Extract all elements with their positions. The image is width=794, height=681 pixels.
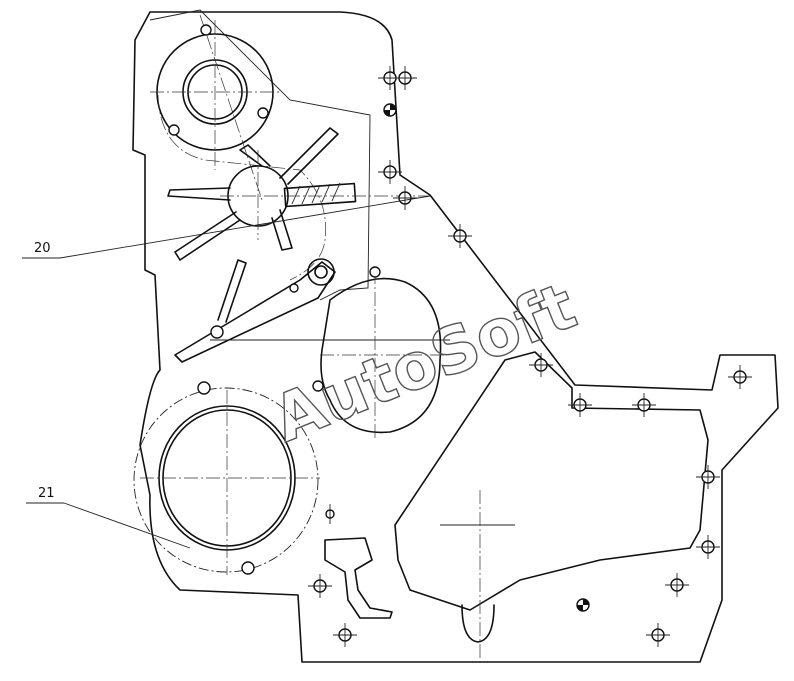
bolt-hole-icon (325, 504, 335, 524)
bolt-hole-icon (696, 535, 720, 559)
callout-21: 21 (26, 486, 191, 549)
upper-bore (150, 14, 280, 201)
gear-cavity (394, 351, 709, 665)
slot-bracket (324, 537, 393, 619)
bolt-hole-icon (333, 623, 357, 647)
inner-boundary (149, 9, 371, 301)
round-cover (312, 266, 445, 440)
callout-label-21: 21 (38, 486, 55, 501)
bolt-hole-icon (568, 393, 592, 417)
bolt-hole-icon (665, 573, 689, 597)
bolt-hole-icon (312, 380, 324, 392)
bolt-hole-icon (197, 381, 211, 395)
bolt-hole-icon (378, 160, 402, 184)
housing-rib (157, 94, 327, 281)
bolt-hole-icon (369, 266, 381, 278)
bolt-hole-icon (241, 561, 255, 575)
bolt-hole-icon (696, 465, 720, 489)
center-hub (167, 127, 430, 261)
bolt-hole-icon (646, 623, 670, 647)
bolt-hole-icon (308, 574, 332, 598)
bolt-hole-icon (257, 107, 269, 119)
bolt-hole-icon (448, 224, 472, 248)
bolt-hole-icon (632, 393, 656, 417)
bolt-hole-icon (210, 325, 224, 339)
lower-seal-bore (133, 381, 320, 575)
bolt-hole-icon (529, 353, 553, 377)
center-mark-icon (576, 598, 590, 612)
center-mark-icon (383, 103, 397, 117)
bolt-hole-icon (289, 283, 299, 293)
bolt-hole-icon (393, 186, 417, 210)
callout-label-20: 20 (34, 241, 51, 256)
bolt-hole-icon (393, 66, 417, 90)
bolt-holes (308, 66, 752, 647)
housing-outline (132, 11, 779, 663)
bolt-hole-icon (200, 24, 212, 36)
callout-20: 20 (22, 195, 431, 259)
bolt-hole-icon (378, 66, 402, 90)
bolt-hole-icon (728, 365, 752, 389)
bolt-hole-icon (168, 124, 180, 136)
tensioner-arm (174, 258, 450, 363)
